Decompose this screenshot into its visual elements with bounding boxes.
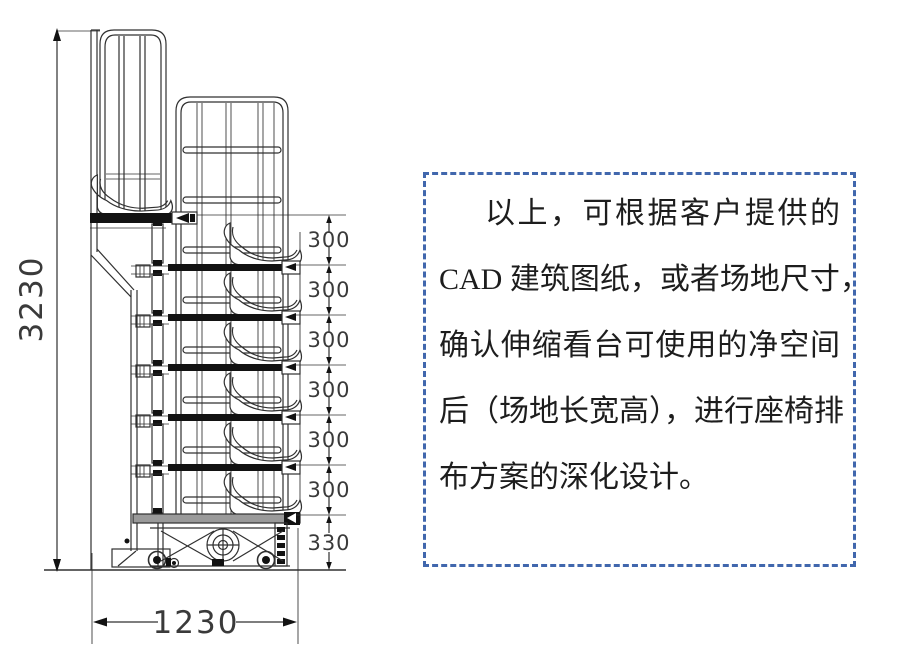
rear-support-column [90, 29, 171, 570]
row-support-posts [151, 220, 164, 514]
front-guardrail [175, 96, 289, 514]
dimension-arrows [326, 215, 332, 570]
base-height-label: 330 [307, 531, 350, 555]
note-line: CAD 建筑图纸，或者场地尺寸， [439, 263, 870, 296]
rear-guardrail [99, 29, 167, 214]
wheel-right-icon [256, 550, 276, 570]
wheel-left-icon [147, 550, 180, 570]
width-dimension: 1230 [91, 528, 299, 644]
row-spacing-label: 300 [307, 478, 350, 502]
base-unit [132, 512, 301, 570]
height-dimension: 3230 [14, 28, 100, 572]
width-label: 1230 [153, 605, 240, 641]
total-height-label: 3230 [14, 256, 50, 343]
row-spacing-dimension-chain: 300 300 300 300 300 300 330 [296, 215, 350, 570]
note-line: 后（场地长宽高），进行座椅排 [439, 395, 844, 428]
front-guardrail-bars [196, 103, 301, 514]
row-spacing-label: 300 [307, 378, 350, 402]
top-platform [90, 174, 198, 229]
note-line: 以上，可根据客户提供的 [485, 197, 840, 230]
note-line: 布方案的深化设计。 [439, 461, 709, 494]
row-spacing-label: 300 [307, 228, 350, 252]
row-spacing-label: 300 [307, 328, 350, 352]
note-box: 以上，可根据客户提供的 CAD 建筑图纸，或者场地尺寸， 确认伸缩看台可使用的净… [423, 172, 870, 567]
note-line: 确认伸缩看台可使用的净空间 [439, 329, 840, 362]
bleacher-technical-drawing: 3230 [14, 28, 350, 644]
row-spacing-label: 300 [307, 428, 350, 452]
row-spacing-label: 300 [307, 278, 350, 302]
deck-beams [131, 260, 301, 478]
